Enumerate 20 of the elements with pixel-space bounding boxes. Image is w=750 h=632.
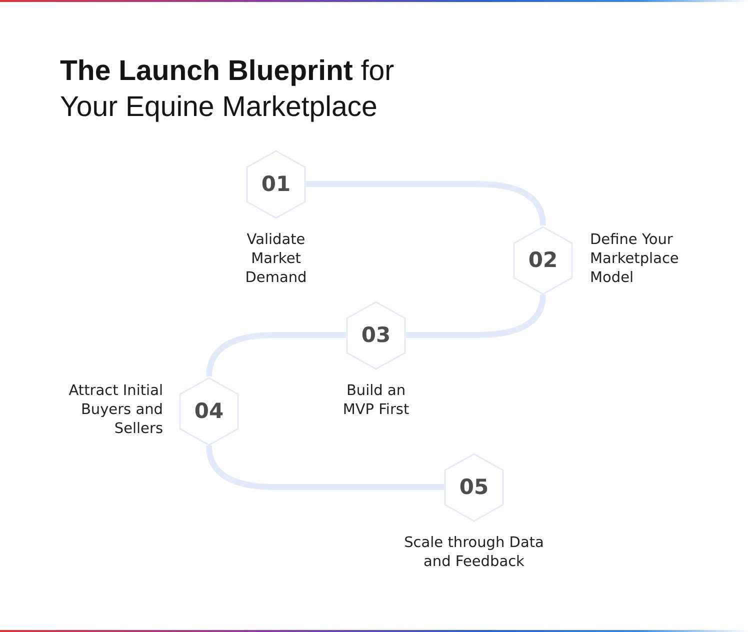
- step-label: Attract Initial Buyers and Sellers: [68, 382, 163, 439]
- connector-line: [306, 181, 546, 226]
- step-label: Scale through Data and Feedback: [403, 534, 545, 572]
- title: The Launch Blueprint for Your Equine Marketplace: [60, 54, 396, 125]
- step-label: Define Your Marketplace Model: [590, 231, 680, 288]
- connector-line: [206, 445, 444, 490]
- step-number: 02: [528, 248, 558, 272]
- hexagon-step: [346, 300, 406, 370]
- step-number: 04: [194, 399, 224, 423]
- step-number: 05: [459, 475, 489, 499]
- hexagon-step: [179, 376, 239, 446]
- connector-line: [206, 332, 346, 377]
- step-number: 01: [261, 172, 291, 196]
- connector-line: [406, 294, 546, 338]
- step-number: 03: [361, 323, 391, 347]
- hexagon-step: [246, 150, 306, 218]
- step-label: Build an MVP First: [342, 382, 410, 420]
- hexagon-step: [513, 226, 573, 294]
- hexagon-step: [444, 452, 504, 522]
- step-label: Validate Market Demand: [244, 231, 308, 288]
